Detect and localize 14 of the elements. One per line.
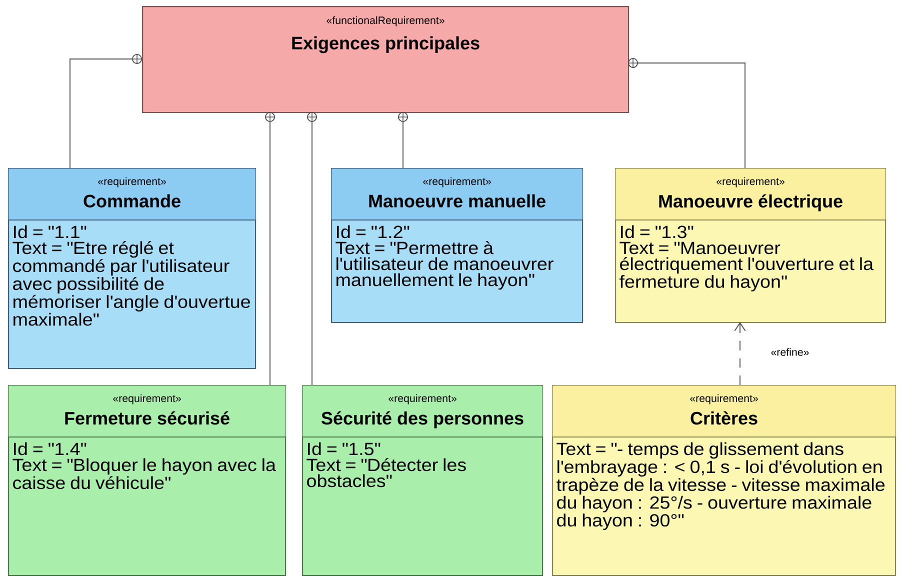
connector [306, 112, 318, 386]
arrow [734, 322, 746, 386]
requirement-box: «requirement» Manoeuvre électrique Id = "1.3" Text = "Manoeuvrer électriquement l'ouverture et la fermeture du hayon" [615, 168, 886, 324]
requirement-box: «requirement» Sécurité des personnes Id = "1.5" Text = "Détecter les obstacles" [302, 385, 544, 576]
connector [264, 112, 276, 386]
connector [398, 112, 408, 168]
edge-label: «refine» [769, 346, 811, 358]
requirement-box: «requirement» Commande Id = "1.1" Text = "Etre réglé et commandé par l'utilisateur avec possibilité de mémoriser l'angle d'ouvertue maximale" [8, 168, 256, 370]
requirement-box: «requirement» Critères Text = "- temps de glissement dans l'embrayage : < 0,1 s - loi d'évolution en trapèze de la vitesse - vitesse maximale du hayon : 25°/s - ouverture maximale du hayon : 90°" [552, 385, 896, 576]
requirement-box: «requirement» Fermeture sécurisé Id = "1.4" Text = "Bloquer le hayon avec la caisse du véhicule" [8, 385, 286, 576]
connector [628, 58, 746, 168]
connector [70, 54, 142, 168]
requirement-box: «requirement» Manoeuvre manuelle Id = "1.2" Text = "Permettre à l'utilisateur de manoeuvrer manuellement le hayon" [331, 168, 584, 324]
functional-requirement-box: «functionalRequirement» Exigences principales [142, 6, 630, 114]
